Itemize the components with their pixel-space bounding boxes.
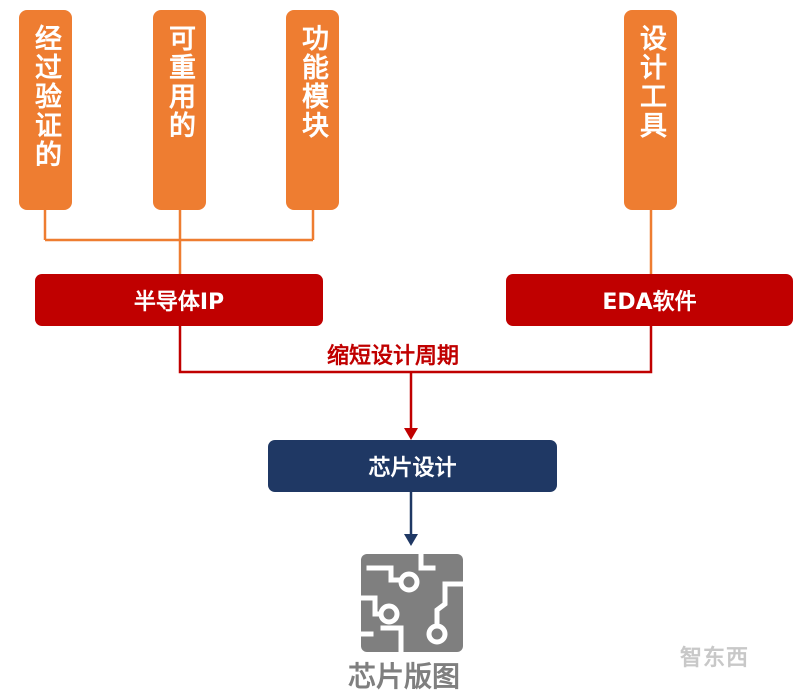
pill-reusable-label: 可重用的 — [164, 24, 195, 140]
watermark-logo: 智东西 — [680, 646, 750, 671]
pill-verified: 经过验证的 — [19, 10, 72, 210]
pill-verified-label: 经过验证的 — [30, 24, 61, 169]
semiconductor-ip-box: 半导体IP — [35, 274, 323, 326]
chip-layout-label: 芯片版图 — [348, 660, 461, 693]
eda-software-box: EDA软件 — [506, 274, 793, 326]
pill-function-module: 功能模块 — [286, 10, 339, 210]
eda-software-label: EDA软件 — [602, 290, 697, 315]
semiconductor-ip-label: 半导体IP — [133, 290, 225, 315]
pill-design-tools-label: 设计工具 — [635, 24, 666, 140]
pill-design-tools: 设计工具 — [624, 10, 677, 210]
chip-design-box: 芯片设计 — [268, 440, 557, 492]
pill-function-module-label: 功能模块 — [297, 24, 328, 140]
chip-design-label: 芯片设计 — [368, 456, 457, 481]
pill-reusable: 可重用的 — [153, 10, 206, 210]
shorten-cycle-label: 缩短设计周期 — [325, 338, 462, 370]
circuit-board-icon — [361, 554, 463, 652]
